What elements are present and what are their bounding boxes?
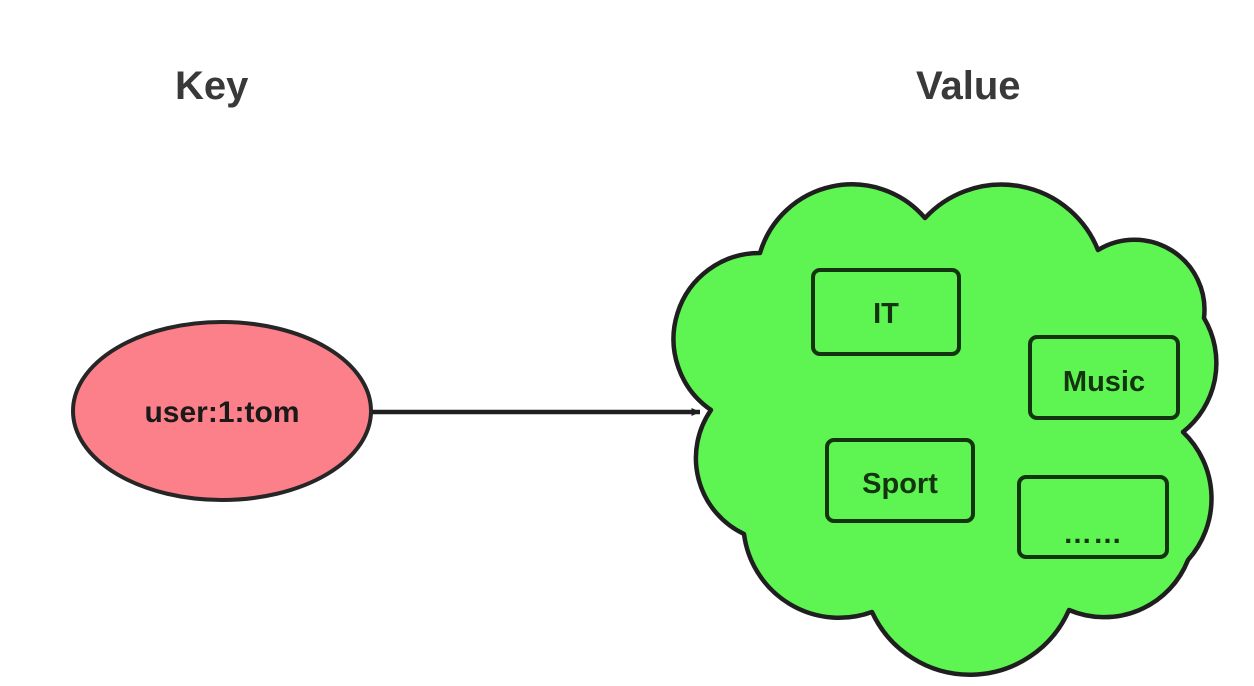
- value-item-music[interactable]: Music: [1028, 335, 1180, 420]
- value-item-music-box: [1028, 335, 1180, 420]
- cloud-shape: [671, 182, 1219, 677]
- value-item-music-label: Music: [1063, 366, 1145, 398]
- value-cloud[interactable]: IT Music Sport ……: [671, 182, 1219, 677]
- key-node[interactable]: user:1:tom: [71, 320, 373, 502]
- value-item-it[interactable]: IT: [811, 268, 961, 356]
- value-item-sport-box: [825, 438, 975, 523]
- value-item-sport[interactable]: Sport: [825, 438, 975, 523]
- value-heading: Value: [916, 64, 1021, 108]
- key-node-label: user:1:tom: [144, 396, 299, 429]
- value-item-more[interactable]: ……: [1017, 475, 1169, 559]
- value-item-it-label: IT: [873, 298, 899, 330]
- value-item-sport-label: Sport: [862, 468, 938, 500]
- key-heading: Key: [175, 64, 249, 108]
- value-item-it-box: [811, 268, 961, 356]
- key-ellipse-shape: [71, 320, 373, 502]
- value-item-more-label: ……: [1063, 518, 1123, 550]
- value-item-more-box: [1017, 475, 1169, 559]
